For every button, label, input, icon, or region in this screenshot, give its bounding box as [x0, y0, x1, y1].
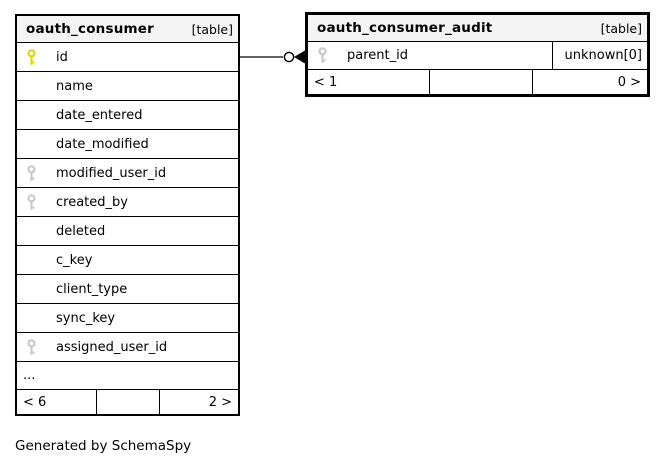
column-name: date_entered [56, 107, 143, 123]
column-name: name [56, 78, 93, 94]
column-row[interactable]: assigned_user_id [17, 333, 238, 362]
column-row[interactable]: date_modified [17, 130, 238, 159]
column-row[interactable]: modified_user_id [17, 159, 238, 188]
table-title[interactable]: oauth_consumer_audit [317, 20, 493, 36]
column-list: id name date_entered date_ [17, 43, 238, 362]
implied-children-count: 0 > [617, 74, 641, 90]
truncated-columns-indicator: ... [17, 362, 238, 390]
index-key-icon [26, 338, 37, 356]
index-key-icon [317, 47, 328, 64]
column-name: sync_key [56, 310, 116, 326]
footer-spacer-cell [430, 70, 533, 94]
column-list: parent_id unknown[0] [308, 42, 647, 70]
implied-parents-count: < 6 [17, 390, 97, 414]
column-name: created_by [56, 194, 128, 210]
column-row[interactable]: c_key [17, 246, 238, 275]
column-name: assigned_user_id [56, 339, 168, 355]
column-name: id [56, 49, 68, 65]
footer-spacer-cell [97, 390, 160, 414]
generator-caption: Generated by SchemaSpy [15, 438, 192, 454]
zero-cardinality-circle [283, 51, 295, 63]
column-row[interactable]: sync_key [17, 304, 238, 333]
table-footer: < 1 0 > [308, 70, 647, 94]
column-name: date_modified [56, 136, 149, 152]
column-name: modified_user_id [56, 165, 167, 181]
table-footer: < 6 2 > [17, 390, 238, 414]
column-row[interactable]: created_by [17, 188, 238, 217]
column-type-note: unknown[0] [552, 42, 647, 69]
column-name: client_type [56, 281, 128, 297]
index-key-icon [26, 193, 37, 211]
column-row[interactable]: client_type [17, 275, 238, 304]
many-cardinality-arrow [294, 50, 305, 64]
table-type-label: [table] [191, 21, 233, 37]
implied-children-count: 2 > [208, 394, 232, 410]
primary-key-icon [26, 48, 37, 66]
column-row[interactable]: id [17, 43, 238, 72]
table-header[interactable]: oauth_consumer_audit [table] [308, 15, 647, 42]
column-row[interactable]: parent_id unknown[0] [308, 42, 647, 70]
implied-parents-count: < 1 [308, 70, 430, 94]
column-name: parent_id [347, 48, 408, 63]
table-node-oauth-consumer: oauth_consumer [table] id name [15, 14, 240, 416]
column-row[interactable]: name [17, 72, 238, 101]
table-node-oauth-consumer-audit: oauth_consumer_audit [table] parent_id u… [305, 12, 650, 97]
column-name: c_key [56, 252, 93, 268]
index-key-icon [26, 164, 37, 182]
column-row[interactable]: date_entered [17, 101, 238, 130]
column-row[interactable]: deleted [17, 217, 238, 246]
table-header[interactable]: oauth_consumer [table] [17, 16, 238, 43]
table-title[interactable]: oauth_consumer [26, 21, 155, 37]
table-type-label: [table] [600, 20, 642, 36]
column-name: deleted [56, 223, 106, 239]
